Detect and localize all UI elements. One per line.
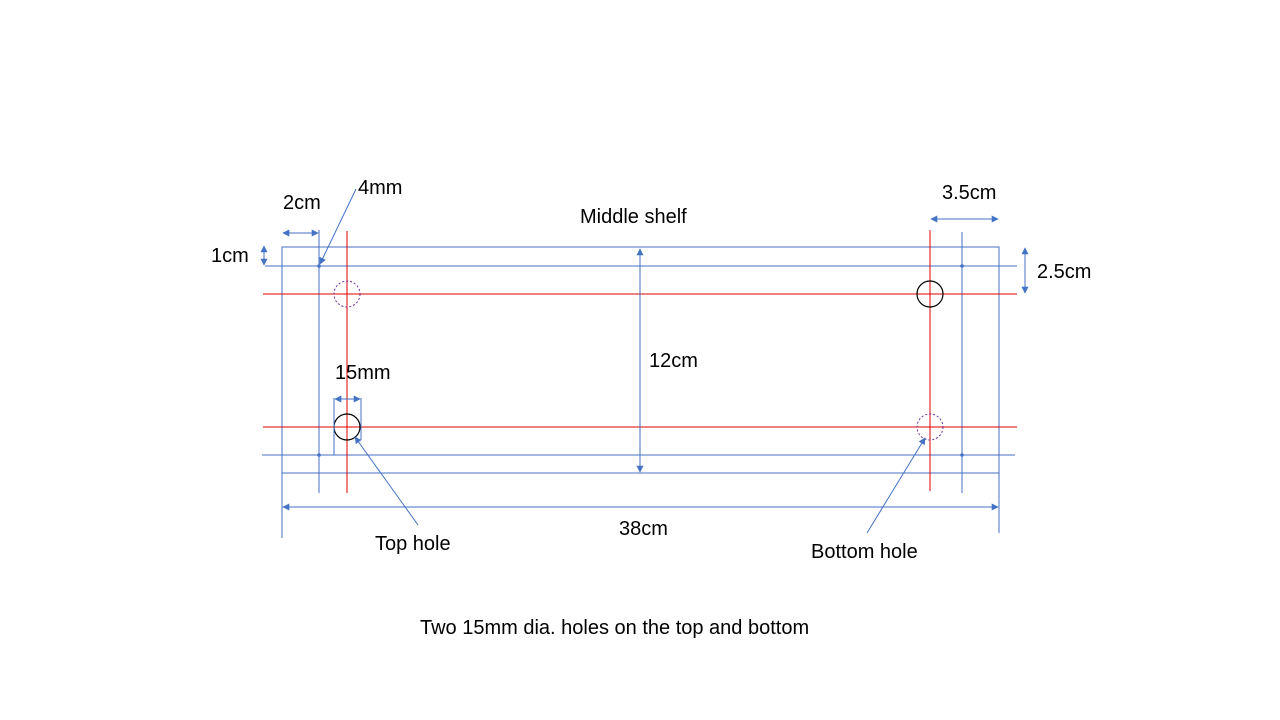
dim-label-3-5cm: 3.5cm — [942, 182, 997, 204]
leader-bottom-hole — [866, 437, 926, 534]
leader-top-hole — [354, 436, 419, 526]
leader-4mm — [319, 188, 357, 265]
dim-label-38cm: 38cm — [619, 518, 668, 540]
corner-dot — [317, 453, 321, 457]
dim-label-2cm: 2cm — [283, 192, 321, 214]
dim-label-15mm: 15mm — [335, 362, 391, 384]
caption: Two 15mm dia. holes on the top and botto… — [420, 617, 810, 639]
title-middle-shelf: Middle shelf — [580, 206, 687, 228]
dim-label-2-5cm: 2.5cm — [1037, 261, 1092, 283]
dim-label-12cm: 12cm — [649, 350, 698, 372]
hidden-hole-bottom-right — [916, 413, 944, 441]
dim-label-4mm: 4mm — [358, 177, 403, 199]
corner-dot — [960, 264, 964, 268]
label-bottom-hole: Bottom hole — [811, 541, 918, 563]
label-top-hole: Top hole — [375, 533, 451, 555]
hidden-hole-top-left — [333, 280, 361, 308]
hole-top-right — [916, 280, 944, 308]
corner-dot — [960, 453, 964, 457]
dim-label-1cm: 1cm — [211, 245, 249, 267]
shelf-outline — [281, 246, 1000, 474]
corner-dot — [317, 264, 321, 268]
